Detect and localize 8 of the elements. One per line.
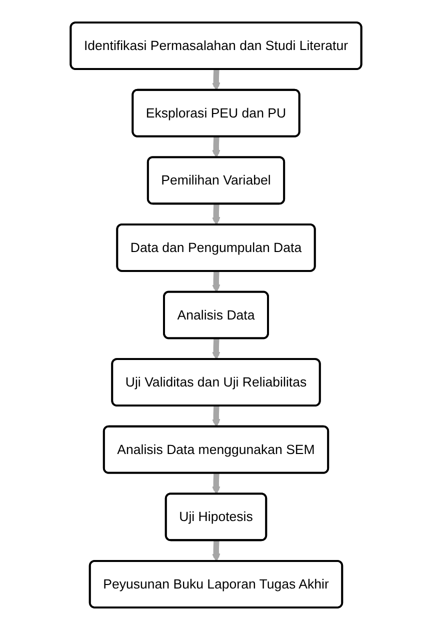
arrow: [212, 472, 220, 495]
arrow: [212, 136, 220, 158]
arrow: [212, 270, 220, 293]
arrow: [212, 68, 220, 91]
arrow: [212, 404, 220, 428]
arrow: [212, 338, 220, 360]
arrow: [212, 539, 220, 562]
arrow: [212, 202, 220, 226]
